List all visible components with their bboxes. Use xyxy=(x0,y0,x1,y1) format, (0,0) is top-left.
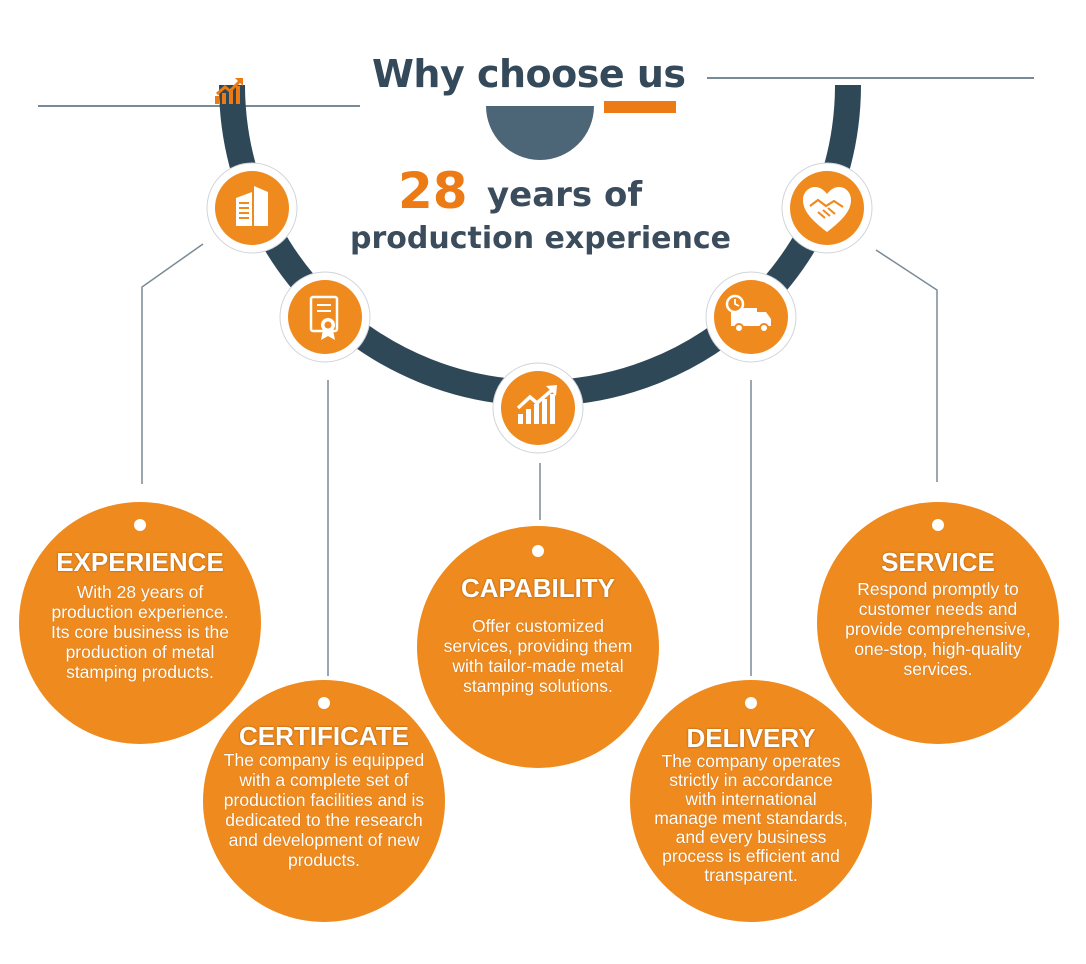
title-underline xyxy=(604,101,676,113)
circle-service: SERVICE Respond promptly to customer nee… xyxy=(817,502,1059,744)
half-circle-accent xyxy=(486,106,594,160)
connector-experience xyxy=(141,243,204,484)
circle-description: With 28 years of production experience. … xyxy=(51,582,229,682)
handshake-heart-icon xyxy=(803,187,851,232)
circle-title: CAPABILITY xyxy=(460,573,616,603)
circle-description: The company operates strictly in accorda… xyxy=(654,751,848,885)
growth-chart-icon xyxy=(516,385,557,424)
circle-title: DELIVERY xyxy=(686,723,816,753)
circle-dot xyxy=(745,697,757,709)
circle-capability: CAPABILITY Offer customized services, pr… xyxy=(417,526,659,768)
node-delivery xyxy=(705,271,797,363)
circle-description: The company is equipped with a complete … xyxy=(223,750,425,870)
circle-title: EXPERIENCE xyxy=(56,547,224,577)
node-experience xyxy=(206,162,298,254)
small-growth-icon xyxy=(215,78,243,104)
circle-title: CERTIFICATE xyxy=(239,721,409,751)
circle-dot xyxy=(532,545,544,557)
circle-dot xyxy=(932,519,944,531)
circle-title: SERVICE xyxy=(881,547,995,577)
circle-experience: EXPERIENCE With 28 years of production e… xyxy=(19,502,261,744)
delivery-truck-icon xyxy=(725,294,771,333)
node-certificate xyxy=(279,271,371,363)
experience-text: production experience xyxy=(350,221,731,256)
circle-delivery: DELIVERY The company operates strictly i… xyxy=(630,680,872,922)
circle-description: Offer customized services, providing the… xyxy=(443,616,633,696)
connector-service xyxy=(875,249,938,482)
years-number: 28 xyxy=(398,162,468,220)
years-text: years of xyxy=(487,175,643,215)
connector-lines xyxy=(141,243,938,676)
circle-certificate: CERTIFICATE The company is equipped with… xyxy=(203,680,445,922)
certificate-icon xyxy=(309,295,339,340)
circle-dot xyxy=(318,697,330,709)
circle-dot xyxy=(134,519,146,531)
page-title: Why choose us xyxy=(372,52,686,96)
node-service xyxy=(781,162,873,254)
building-icon xyxy=(236,186,268,226)
circle-description: Respond promptly to customer needs and p… xyxy=(845,579,1031,679)
node-capability xyxy=(492,362,584,454)
